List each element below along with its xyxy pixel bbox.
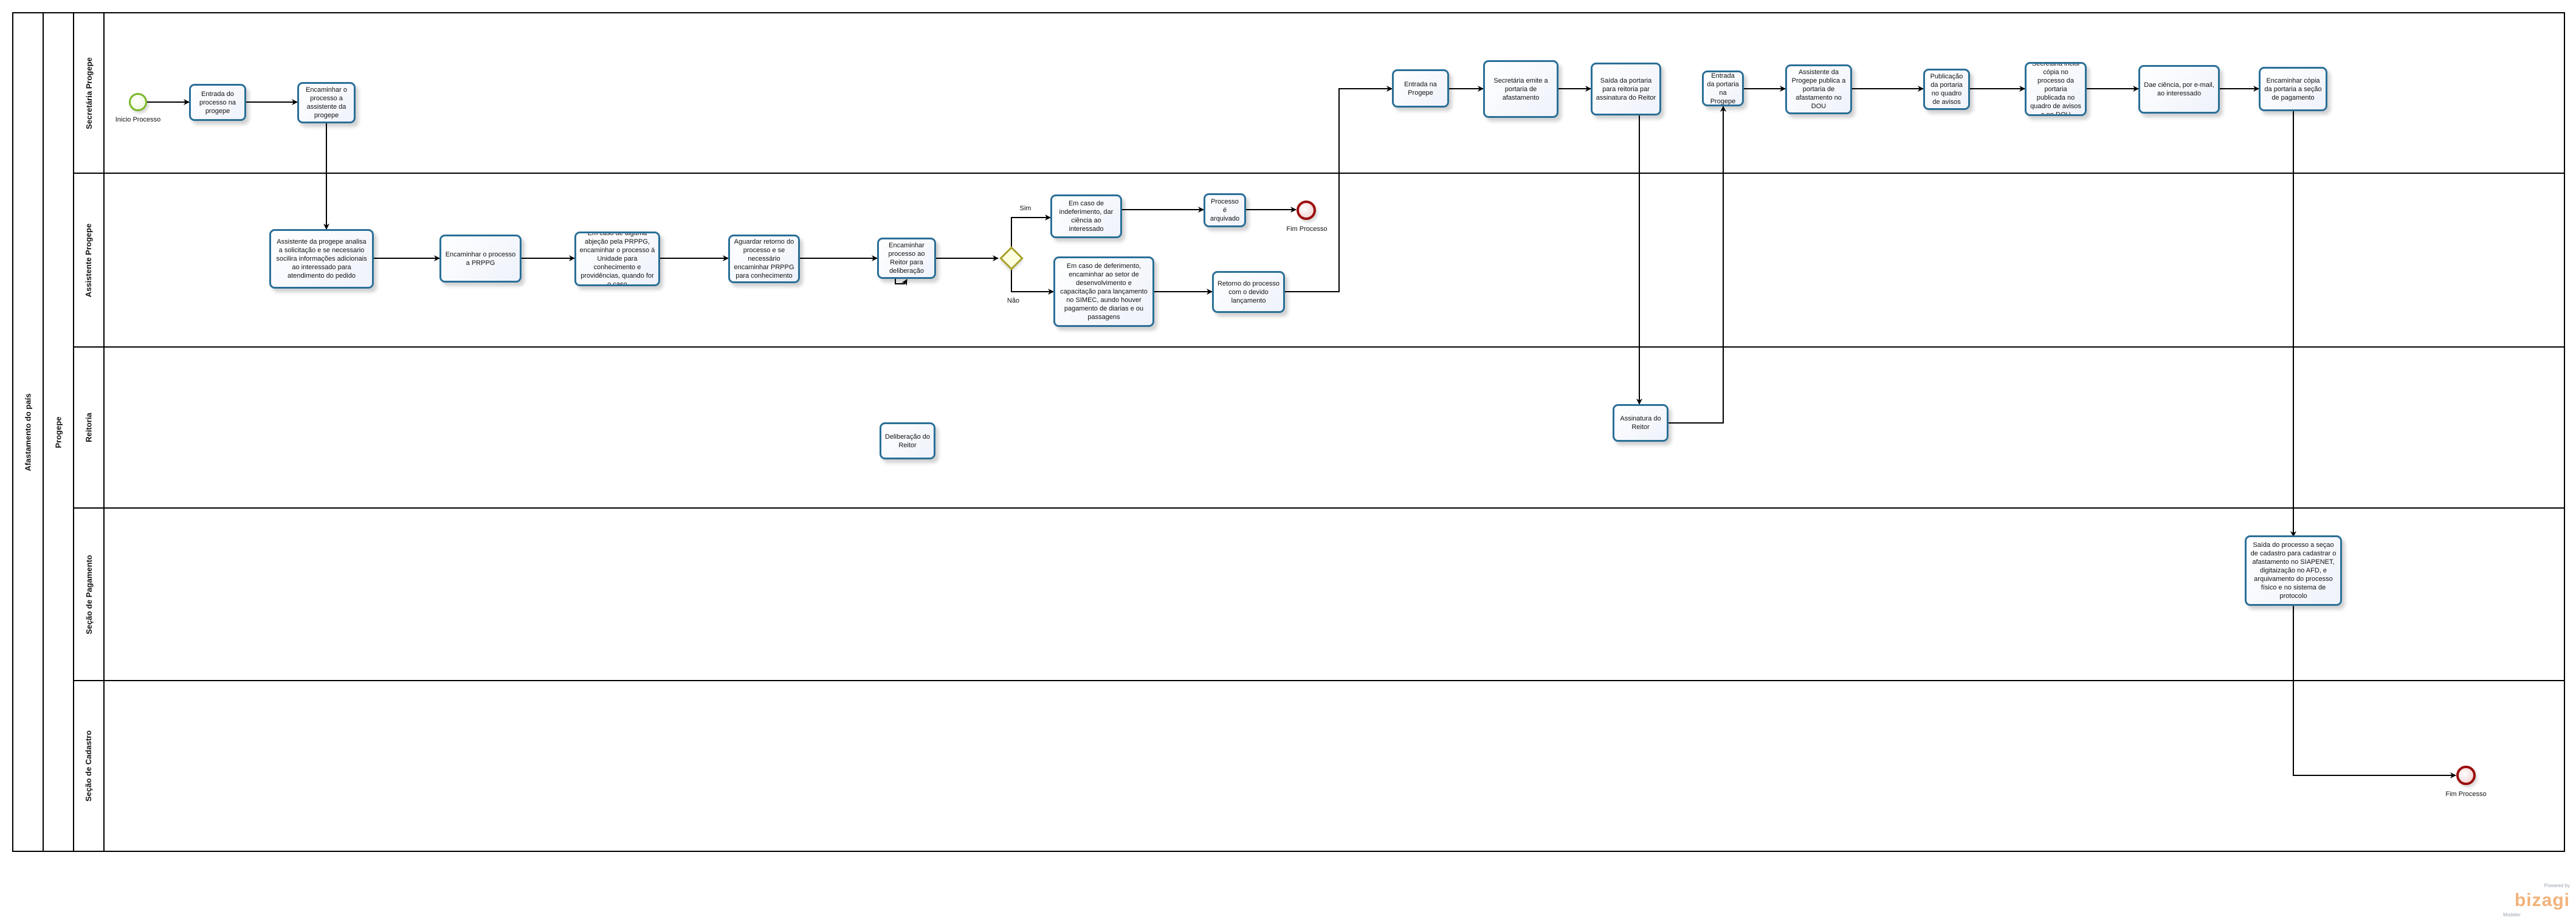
lane-reitoria [73,346,2565,509]
task-label: Secretária emite a portaria de afastamen… [1493,77,1548,101]
task-publicacao-quadro[interactable]: Publicação da portaria no quadro de avis… [1923,69,1970,110]
task-label: Saída da portaria para reitoria par assi… [1596,77,1656,101]
task-label: Encaminhar o processo a PRPPG [445,250,516,267]
task-label: Assinatura do Reitor [1620,415,1661,431]
task-inclui-copia[interactable]: Secretária inclui cópia no processo da p… [2025,62,2087,116]
task-encaminhar-copia-pagamento[interactable]: Encaminhar cópia da portaria a seção de … [2259,67,2327,111]
logo-product-text: Modeler [2503,912,2521,918]
task-objecao-prppg[interactable]: Em caso de alguma abjeção pela PRPPG, en… [574,232,660,286]
task-label: Assistente da progepe analisa a solicita… [276,238,367,280]
start-event[interactable] [129,93,147,111]
task-aguardar-retorno[interactable]: Aguardar retorno do processo e se necess… [728,235,800,283]
task-label: Encaminhar o processo a assistente da pr… [306,86,347,119]
participant-title-text: Progepe [53,416,63,448]
bizagi-logo-wordmark: bizagi [2514,890,2570,910]
lane-pagamento [73,507,2565,681]
lane-cadastro [73,680,2565,852]
task-encaminhar-prppg[interactable]: Encaminhar o processo a PRPPG [439,235,522,283]
end-event-final[interactable] [2456,766,2476,785]
lane-label-secretaria: Secretária Progepe [73,12,105,174]
task-entrada-processo[interactable]: Entrada do processo na progepe [189,84,246,121]
task-label: Entrada do processo na progepe [199,90,236,115]
pool-title-text: Afastamento do país [23,393,33,471]
task-publica-dou[interactable]: Assistente da Progepe publica a portaria… [1785,64,1852,114]
task-encaminhar-assistente[interactable]: Encaminhar o processo a assistente da pr… [297,82,356,123]
task-processo-arquivado[interactable]: Processo é arquivado [1204,193,1246,227]
lane-label-text: Assistente Progepe [84,223,94,297]
task-saida-portaria-reitoria[interactable]: Saída da portaria para reitoria par assi… [1591,63,1661,115]
lane-label-cadastro: Seção de Cadastro [73,680,105,852]
participant-title: Progepe [43,12,74,852]
task-entrada-na-progepe[interactable]: Entrada na Progepe [1392,69,1449,108]
task-emite-portaria[interactable]: Secretária emite a portaria de afastamen… [1483,60,1558,118]
task-saida-cadastro[interactable]: Saída do processo a seçao de cadastro pa… [2245,535,2342,606]
end-event-archived[interactable] [1297,201,1316,220]
task-label: Em caso de deferimento, encaminhar ao se… [1060,263,1148,321]
task-retorno-lancamento[interactable]: Retorno do processo com o devido lançame… [1212,271,1285,313]
task-label: Publicação da portaria no quadro de avis… [1930,73,1963,106]
task-label: Secretária inclui cópia no processo da p… [2030,62,2081,116]
task-deliberacao-reitor[interactable]: Deliberação do Reitor [880,422,935,459]
end-event-final-label: Fim Processo [2445,791,2487,798]
lane-label-assistente: Assistente Progepe [73,173,105,348]
task-indeferimento[interactable]: Em caso de indeferimento, dar ciência ao… [1050,194,1122,238]
task-analisa-solicitacao[interactable]: Assistente da progepe analisa a solicita… [269,229,374,289]
task-encaminhar-reitor[interactable]: Encaminhar processo ao Reitor para delib… [877,238,936,279]
gateway-yes-label: Sim [1019,205,1031,212]
task-label: Entrada da portaria na Progepe [1707,72,1739,105]
task-label: Aguardar retorno do processo e se necess… [734,238,794,280]
task-deferimento[interactable]: Em caso de deferimento, encaminhar ao se… [1053,256,1154,327]
end-event-archived-label: Fim Processo [1286,225,1328,233]
task-label: Em caso de alguma abjeção pela PRPPG, en… [579,232,655,286]
task-label: Entrada na Progepe [1404,80,1437,97]
task-label: Dae ciência, por e-mail, ao interessado [2144,81,2214,97]
task-label: Processo é arquivado [1210,198,1240,222]
task-assinatura-reitor[interactable]: Assinatura do Reitor [1613,404,1669,442]
task-entrada-portaria-progepe[interactable]: Entrada da portaria na Progepe [1702,70,1744,106]
task-label: Saída do processo a seçao de cadastro pa… [2250,541,2337,600]
start-event-label: Inicio Processo [115,116,161,123]
lane-label-reitoria: Reitoria [73,346,105,509]
task-label: Assistente da Progepe publica a portaria… [1791,69,1846,110]
lane-label-pagamento: Seção de Pagamento [73,507,105,681]
task-label: Encaminhar cópia da portaria a seção de … [2264,77,2322,101]
lane-label-text: Secretária Progepe [84,57,94,129]
gateway-no-label: Não [1007,297,1020,304]
powered-by-text: Powered by [2544,883,2570,888]
lane-label-text: Reitoria [84,413,94,442]
task-label: Retorno do processo com o devido lançame… [1217,280,1280,304]
task-ciencia-email[interactable]: Dae ciência, por e-mail, ao interessado [2138,65,2220,114]
lane-label-text: Seção de Pagamento [84,554,94,634]
lane-label-text: Seção de Cadastro [84,730,94,802]
pool-title: Afastamento do país [12,12,44,852]
task-label: Encaminhar processo ao Reitor para delib… [888,242,925,275]
task-label: Em caso de indeferimento, dar ciência ao… [1059,200,1114,233]
task-label: Deliberação do Reitor [885,433,930,449]
